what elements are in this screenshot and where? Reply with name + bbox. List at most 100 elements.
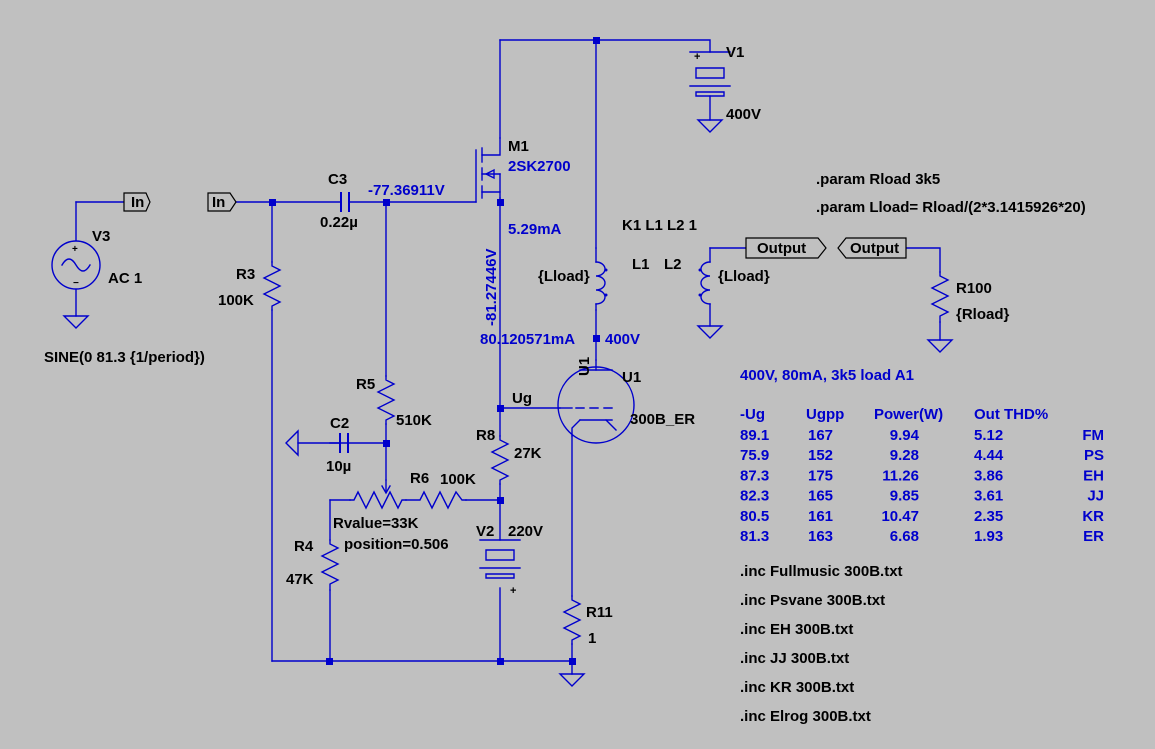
table-cell-thd: 5.12 [974, 427, 1003, 444]
table-cell-tag: FM [1082, 427, 1104, 444]
table-cell-thd: 2.35 [974, 508, 1003, 525]
v1-name: V1 [726, 44, 744, 61]
table-cell-power: 9.28 [890, 447, 919, 464]
v3-value: AC 1 [108, 270, 142, 287]
net-label-in-right[interactable] [207, 192, 237, 212]
table-cell-tag: EH [1083, 467, 1104, 484]
l1-value: {Lload} [538, 268, 590, 285]
table-cell-power: 6.68 [890, 528, 919, 545]
labels: V1 400V M1 2SK2700 C3 0.22µ -77.36911V I… [44, 44, 1086, 647]
r4-name: R4 [294, 538, 314, 555]
v1-value: 400V [726, 106, 761, 123]
resistor-r4[interactable] [320, 539, 340, 591]
capacitor-c3[interactable] [340, 192, 350, 212]
net-label-in-left[interactable] [123, 192, 151, 212]
table-cell-ug: 75.9 [740, 447, 769, 464]
source-voltage: -81.27446V [483, 248, 500, 326]
inductor-l2[interactable] [698, 261, 711, 305]
u1-rotated-name: U1 [576, 357, 593, 376]
table-cell-power: 9.94 [890, 427, 920, 444]
r100-name: R100 [956, 280, 992, 297]
mosfet-m1[interactable] [475, 137, 501, 203]
table-header-ugpp: Ugpp [806, 406, 844, 423]
coupling-directive: K1 L1 L2 1 [622, 217, 697, 234]
v3-name: V3 [92, 228, 110, 245]
inductor-l1[interactable] [595, 247, 608, 311]
r6-name: R6 [410, 470, 429, 487]
v2-battery[interactable]: + [479, 539, 521, 597]
table-cell-ugpp: 175 [808, 467, 833, 484]
include-directive: .inc KR 300B.txt [740, 679, 854, 696]
include-directive: .inc Psvane 300B.txt [740, 592, 885, 609]
r6-value: 100K [440, 471, 476, 488]
table-cell-power: 10.47 [881, 508, 919, 525]
table-cell-ug: 87.3 [740, 467, 769, 484]
results-table: 400V, 80mA, 3k5 load A1 -Ug Ugpp Power(W… [740, 367, 1104, 545]
r3-value: 100K [218, 292, 254, 309]
m1-model: 2SK2700 [508, 158, 571, 175]
table-cell-thd: 4.44 [974, 447, 1004, 464]
c3-name: C3 [328, 171, 347, 188]
u1-name: U1 [622, 369, 641, 386]
resistor-r100[interactable] [930, 271, 950, 323]
table-cell-thd: 3.86 [974, 467, 1003, 484]
table-cell-tag: JJ [1087, 488, 1104, 505]
ug-label: Ug [512, 390, 532, 407]
table-header-ug: -Ug [740, 406, 765, 423]
table-cell-tag: ER [1083, 528, 1104, 545]
plate-voltage: 400V [605, 331, 640, 348]
r5-value: 510K [396, 412, 432, 429]
table-cell-thd: 3.61 [974, 488, 1003, 505]
resistor-r3[interactable] [262, 261, 282, 311]
pot-rvalue: Rvalue=33K [333, 515, 419, 532]
v1-battery[interactable]: + [689, 51, 731, 97]
triode-u1[interactable] [557, 359, 635, 444]
resistor-r5[interactable] [376, 375, 396, 425]
table-cell-power: 11.26 [882, 467, 919, 484]
c2-name: C2 [330, 415, 349, 432]
potentiometer[interactable] [349, 479, 407, 510]
table-cell-ug: 82.3 [740, 488, 769, 505]
in-label-left: In [131, 194, 144, 211]
r5-name: R5 [356, 376, 375, 393]
pot-position: position=0.506 [344, 536, 449, 553]
resistor-r8[interactable] [490, 435, 510, 485]
svg-text:+: + [72, 244, 78, 255]
table-cell-thd: 1.93 [974, 528, 1003, 545]
c3-value: 0.22µ [320, 214, 358, 231]
capacitor-c2[interactable] [339, 433, 349, 453]
v3-source: SINE(0 81.3 {1/period}) [44, 349, 205, 366]
r3-name: R3 [236, 266, 255, 283]
v2-value: 220V [508, 523, 543, 540]
junctions [269, 37, 600, 665]
table-cell-ugpp: 152 [808, 447, 833, 464]
table-header-power: Power(W) [874, 406, 943, 423]
ground-symbols [62, 119, 954, 687]
table-cell-ug: 89.1 [740, 427, 769, 444]
table-cell-power: 9.85 [890, 488, 919, 505]
table-cell-ugpp: 167 [808, 427, 833, 444]
resistor-r11[interactable] [562, 595, 582, 645]
v3-ac-source[interactable]: + − [51, 240, 101, 290]
l2-name: L2 [664, 256, 682, 273]
table-cell-ug: 81.3 [740, 528, 769, 545]
param-lload: .param Lload= Rload/(2*3.1415926*20) [816, 199, 1086, 216]
output-label-right: Output [850, 240, 899, 257]
r100-value: {Rload} [956, 306, 1010, 323]
resistor-r6[interactable] [405, 490, 467, 510]
svg-text:+: + [694, 51, 700, 63]
r8-value: 27K [514, 445, 542, 462]
l2-value: {Lload} [718, 268, 770, 285]
net-label-output-right[interactable] [837, 237, 907, 259]
table-cell-ugpp: 161 [808, 508, 833, 525]
net-label-output-left[interactable] [745, 237, 827, 259]
drain-current: 5.29mA [508, 221, 562, 238]
table-cell-tag: KR [1082, 508, 1104, 525]
plate-current: 80.120571mA [480, 331, 575, 348]
include-directives: .inc Fullmusic 300B.txt.inc Psvane 300B.… [740, 563, 903, 725]
r4-value: 47K [286, 571, 314, 588]
table-cell-ugpp: 165 [808, 488, 833, 505]
r8-name: R8 [476, 427, 495, 444]
